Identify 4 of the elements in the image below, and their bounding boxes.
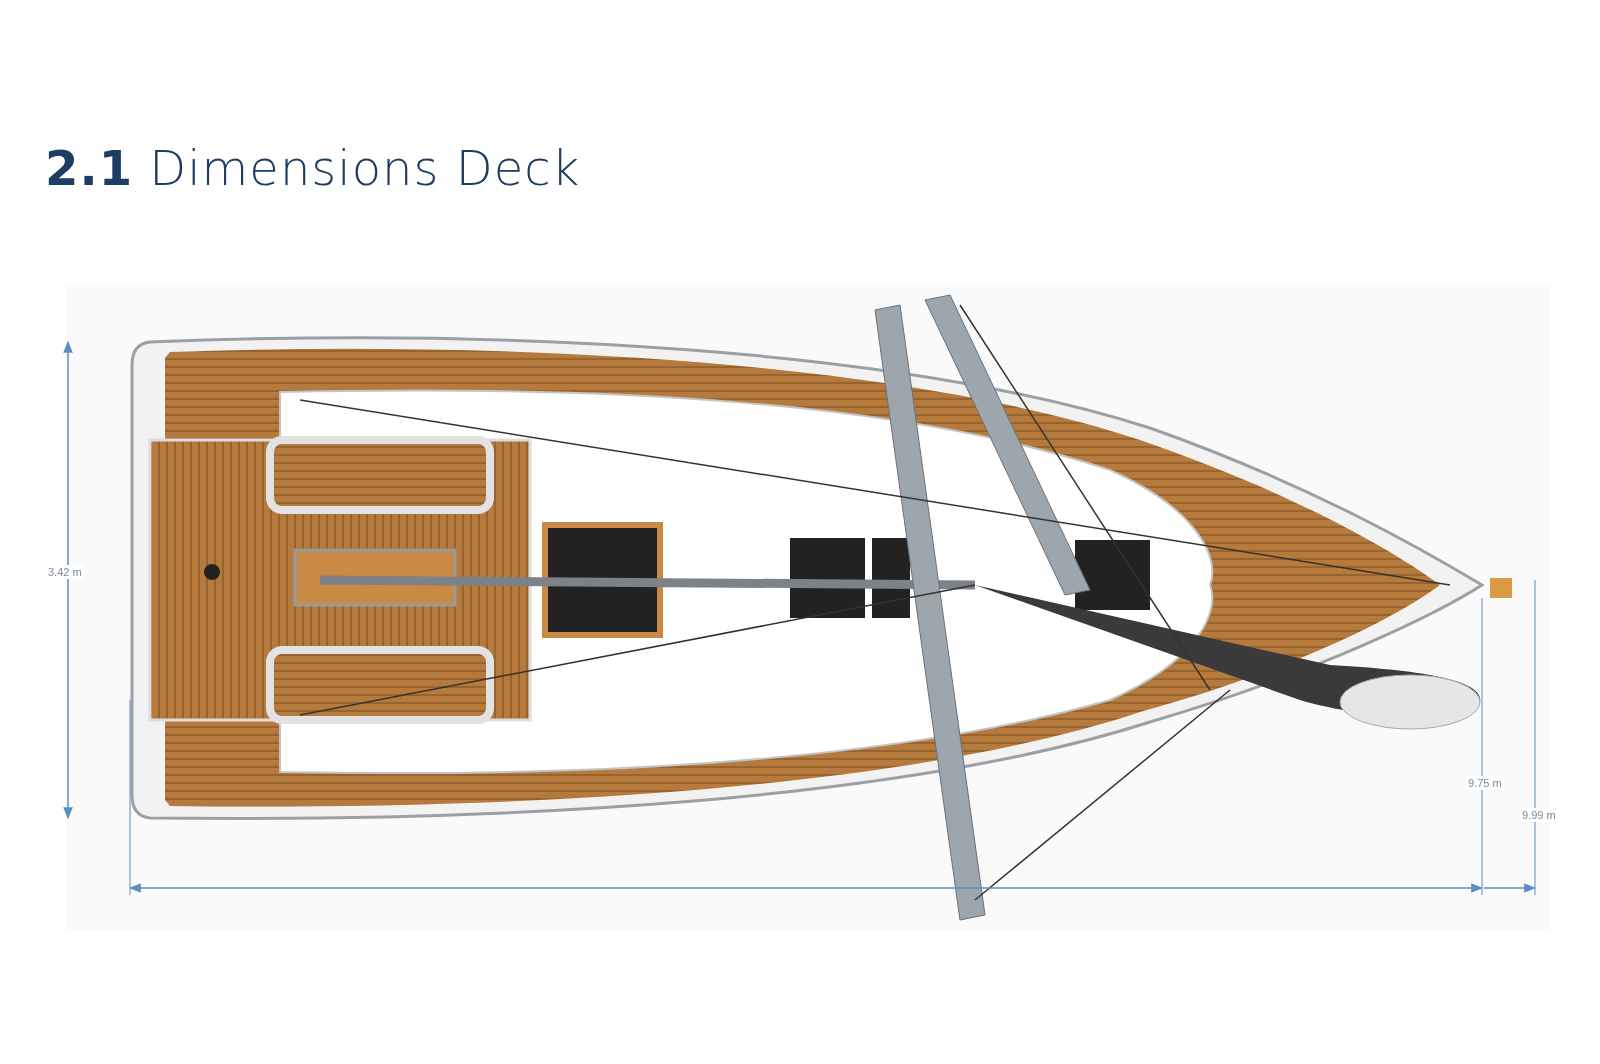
dimension-label: 9.75 m: [1466, 776, 1504, 790]
title: 2.1 Dimensions Deck: [45, 140, 581, 196]
dimension-label: 9.99 m: [1520, 808, 1558, 822]
dimension-label: 3.42 m: [46, 565, 84, 579]
